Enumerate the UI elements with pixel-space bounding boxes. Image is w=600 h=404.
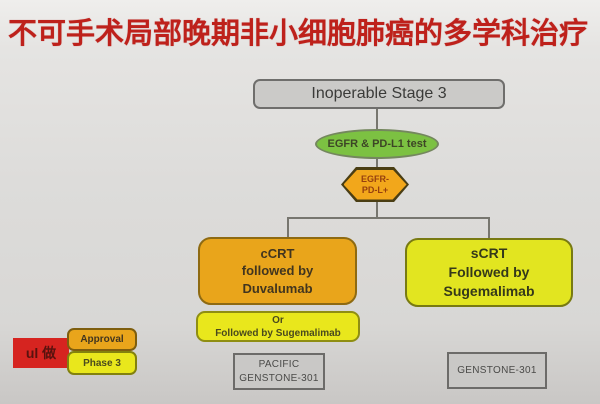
connector-right-drop [488, 217, 490, 239]
legend-phase3-box: Phase 3 [67, 351, 137, 375]
or-sugemalimab-box: Or Followed by Sugemalimab [196, 311, 360, 342]
or-line1: Or [272, 314, 284, 326]
ccrt-line1: cCRT [260, 245, 295, 261]
scrt-line3: Sugemalimab [443, 282, 535, 299]
ccrt-duvalumab-box: cCRT followed by Duvalumab [198, 237, 357, 305]
ccrt-line3: Duvalumab [242, 280, 313, 296]
egfr-pdl1-test-label: EGFR & PD-L1 test [327, 138, 427, 150]
legend-phase3-label: Phase 3 [83, 357, 121, 369]
inoperable-stage-label: Inoperable Stage 3 [311, 85, 447, 102]
or-line2: Followed by Sugemalimab [215, 327, 341, 339]
genstone-trial-box: GENSTONE-301 [447, 352, 547, 389]
ccrt-line2: followed by [241, 263, 314, 279]
slide-title: 不可手术局部晚期非小细胞肺癌的多学科治疗 [8, 18, 589, 50]
pacific-genstone-trial-box: PACIFIC GENSTONE-301 [233, 353, 325, 390]
hexagon-line1: EGFR- [361, 173, 389, 184]
hexagon-line2: PD-L+ [361, 184, 389, 195]
watermark-text: ul 做 [25, 345, 57, 361]
decision-hexagon: EGFR- PD-L+ [341, 167, 409, 202]
connector-hexagon-down [376, 201, 378, 218]
inoperable-stage-box: Inoperable Stage 3 [253, 79, 505, 109]
egfr-pdl1-test-ellipse: EGFR & PD-L1 test [315, 129, 439, 159]
legend-approval-label: Approval [80, 334, 124, 345]
scrt-line1: sCRT [470, 245, 508, 262]
connector-branch-horizontal [287, 217, 490, 219]
scrt-sugemalimab-box: sCRT Followed by Sugemalimab [405, 238, 573, 307]
decision-hexagon-body: EGFR- PD-L+ [343, 169, 407, 200]
connector-left-drop [287, 217, 289, 238]
genstone-left-label: GENSTONE-301 [239, 372, 319, 384]
legend-approval-box: Approval [67, 328, 137, 351]
genstone-right-label: GENSTONE-301 [457, 364, 537, 376]
pacific-label: PACIFIC [258, 358, 300, 370]
scrt-line2: Followed by [448, 264, 530, 281]
connector-test-to-hexagon [376, 158, 378, 168]
connector-stage-to-test [376, 108, 378, 130]
watermark-badge: ul 做 [13, 338, 69, 368]
